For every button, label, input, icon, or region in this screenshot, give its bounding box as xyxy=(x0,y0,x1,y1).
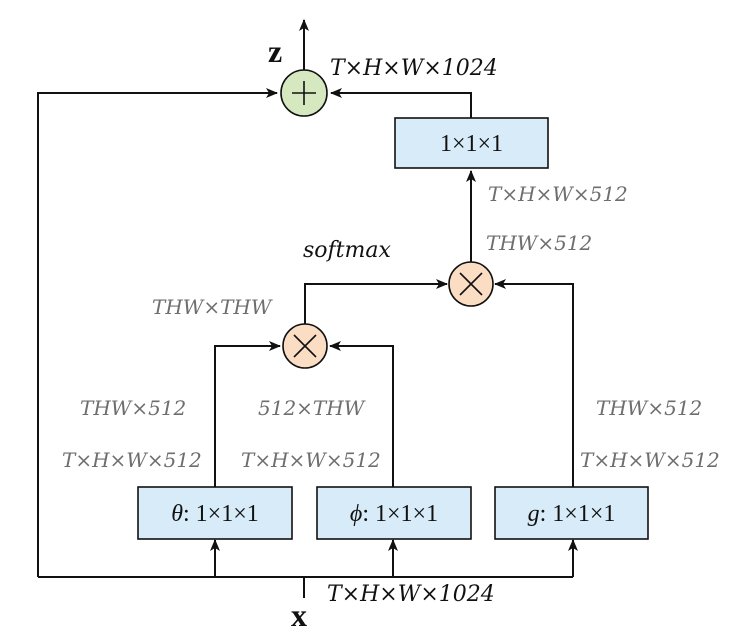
times-icon-d xyxy=(459,272,483,296)
output-z-label: z xyxy=(268,33,282,69)
softmax-label: softmax xyxy=(303,238,391,263)
conv-out-shape-label: T×H×W×512 xyxy=(488,182,628,206)
value-multiply-node xyxy=(448,261,494,307)
top-shape-label: T×H×W×1024 xyxy=(330,56,498,81)
conv-to-sum-wire xyxy=(330,88,472,118)
theta-label: θ: 1×1×1 xyxy=(171,501,259,527)
theta-shape-label: T×H×W×512 xyxy=(62,448,202,472)
softmax-to-mul-wire xyxy=(304,279,448,325)
residual-skip-wire xyxy=(37,88,278,577)
theta-reshaped-label: THW×512 xyxy=(80,396,186,420)
phi-shape-label: T×H×W×512 xyxy=(241,448,381,472)
attention-multiply-node xyxy=(282,323,328,369)
phi-kernel: : 1×1×1 xyxy=(362,501,438,527)
theta-block: θ: 1×1×1 xyxy=(137,486,293,540)
attention-shape-label: THW×THW xyxy=(152,295,273,319)
sum-node xyxy=(280,69,328,117)
times-icon-b xyxy=(293,334,317,358)
phi-block: ϕ: 1×1×1 xyxy=(316,486,472,540)
output-conv-label: 1×1×1 xyxy=(440,131,503,157)
mul-out-shape-label: THW×512 xyxy=(486,231,592,255)
g-kernel: : 1×1×1 xyxy=(540,501,616,527)
g-symbol: g xyxy=(528,501,540,527)
g-reshaped-label: THW×512 xyxy=(596,396,702,420)
g-block: g: 1×1×1 xyxy=(494,486,649,540)
output-conv-block: 1×1×1 xyxy=(394,117,549,169)
theta-kernel: : 1×1×1 xyxy=(183,501,259,527)
theta-symbol: θ xyxy=(171,501,183,527)
theta-box xyxy=(137,486,293,540)
phi-to-mul-wire xyxy=(329,341,394,487)
output-conv-box xyxy=(394,117,549,169)
phi-box xyxy=(316,486,472,540)
phi-symbol: ϕ xyxy=(350,501,362,527)
g-label: g: 1×1×1 xyxy=(528,501,616,527)
phi-reshaped-label: 512×THW xyxy=(258,396,366,420)
bottom-shape-label: T×H×W×1024 xyxy=(327,582,495,607)
phi-label: ϕ: 1×1×1 xyxy=(350,501,438,527)
g-shape-label: T×H×W×512 xyxy=(580,448,720,472)
theta-to-mul-wire xyxy=(214,341,281,487)
connection-wires xyxy=(37,19,578,598)
g-to-mul-wire xyxy=(494,279,574,487)
input-x-label: x xyxy=(291,597,307,633)
g-box xyxy=(494,486,649,540)
